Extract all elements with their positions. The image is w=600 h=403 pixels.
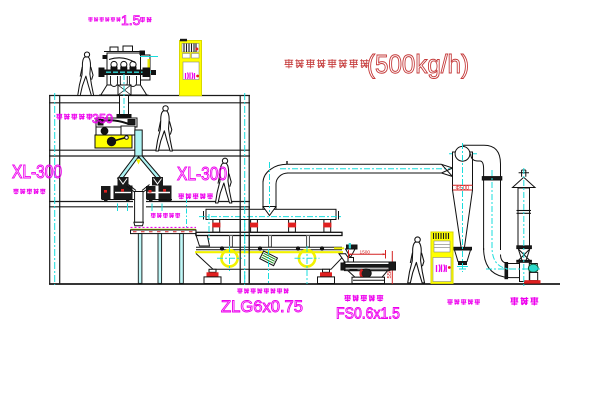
svg-text:(500kg/h): (500kg/h): [367, 49, 469, 79]
svg-text:550: 550: [387, 268, 393, 278]
svg-text:FS0.6x1.5: FS0.6x1.5: [336, 306, 400, 323]
svg-text:1500: 1500: [360, 250, 371, 256]
svg-text:350: 350: [92, 112, 113, 126]
svg-text:XL-300: XL-300: [12, 162, 62, 182]
svg-text:XL-300: XL-300: [177, 164, 227, 184]
svg-text:1.5: 1.5: [121, 12, 141, 28]
svg-text:ZLG6x0.75: ZLG6x0.75: [221, 297, 303, 316]
